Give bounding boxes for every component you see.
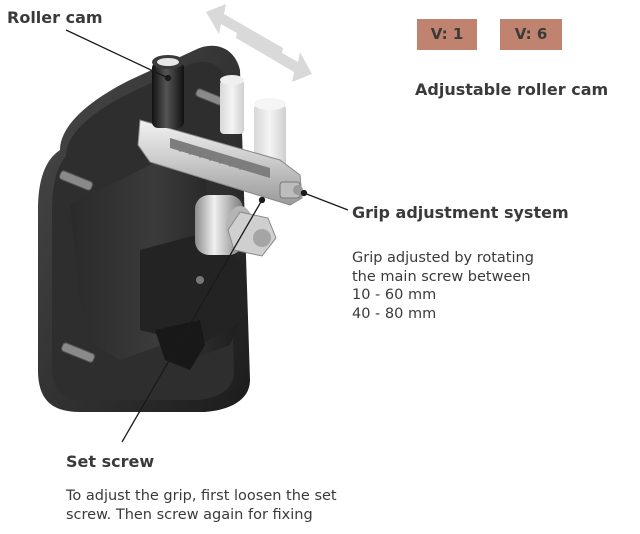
set-screw-description-line: To adjust the grip, first loosen the set: [66, 488, 337, 504]
set-screw-label: Set screw: [66, 452, 155, 471]
grip-description: Grip adjusted by rotating the main screw…: [352, 249, 534, 323]
roller-cam-label: Roller cam: [7, 8, 103, 27]
version-badge-1: V: 1: [417, 19, 477, 50]
leader-lines: [65, 29, 349, 443]
grip-description-line: 40 - 80 mm: [352, 305, 437, 322]
set-screw-description-line: screw. Then screw again for fixing: [66, 506, 313, 523]
heading-adjustable-roller-cam: Adjustable roller cam: [415, 80, 609, 99]
lock-housing: [70, 140, 245, 370]
grip-adjustment-label: Grip adjustment system: [352, 203, 569, 222]
set-screw-description: To adjust the grip, first loosen the set…: [66, 487, 337, 524]
mounting-studs: [59, 88, 224, 363]
adjustment-cylinder: [195, 195, 277, 257]
grip-description-line: the main screw between: [352, 268, 531, 285]
ghost-roller-cams: [220, 75, 286, 170]
roller-cam: [152, 55, 184, 128]
grip-description-line: 10 - 60 mm: [352, 287, 437, 303]
grip-description-line: Grip adjusted by rotating: [352, 250, 534, 266]
version-badge-2: V: 6: [500, 19, 562, 50]
movement-arrows: [206, 4, 312, 82]
grip-adjustment-screw: [279, 181, 303, 199]
adjustment-bracket: [137, 119, 303, 206]
